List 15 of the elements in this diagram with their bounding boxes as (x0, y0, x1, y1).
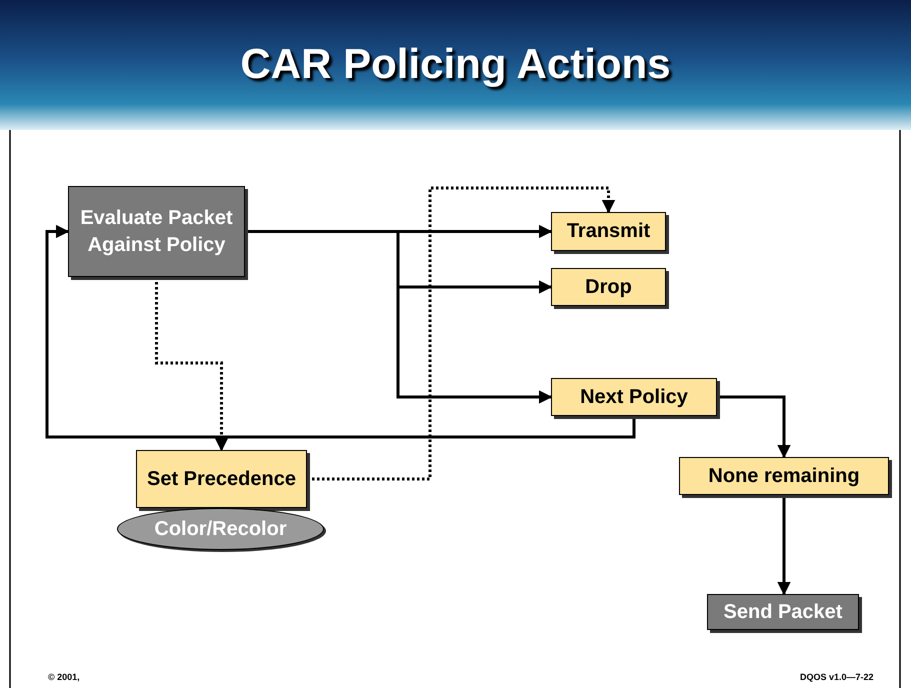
action-box: None remaining (679, 457, 889, 495)
process-box: Evaluate Packet Against Policy (68, 186, 245, 277)
action-box: Transmit (551, 212, 666, 251)
arrow (717, 396, 791, 458)
arrow (46, 224, 636, 438)
ellipse-label: Color/Recolor (117, 508, 324, 550)
action-box: Next Policy (551, 378, 717, 416)
process-box: Send Packet (707, 594, 859, 630)
title: CAR Policing Actions (239, 40, 672, 88)
arrow (245, 230, 552, 404)
action-box: Drop (551, 268, 666, 306)
arrow (777, 495, 791, 596)
footer-text: DQOS v1.0—7-22 (800, 672, 874, 682)
footer-text: © 2001, (48, 672, 80, 682)
action-box: Set Precedence (136, 450, 307, 508)
